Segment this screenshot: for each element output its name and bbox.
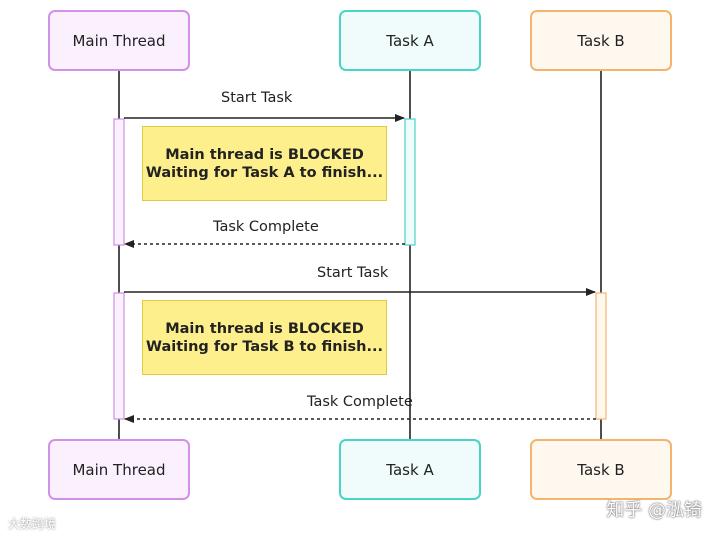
actor-label: Task B — [577, 31, 625, 50]
note-line: Main thread is BLOCKED — [165, 146, 364, 163]
message-label-complete-task-a: Task Complete — [213, 219, 319, 235]
note-line: Main thread is BLOCKED — [165, 320, 364, 337]
activation-task-b — [595, 292, 607, 420]
activation-main-1 — [113, 118, 125, 246]
actor-label: Main Thread — [72, 31, 166, 50]
actor-task-b-top: Task B — [530, 10, 672, 71]
actor-label: Task B — [577, 460, 625, 479]
actor-main-thread-bottom: Main Thread — [48, 439, 190, 500]
activation-task-a — [404, 118, 416, 246]
actor-task-b-bottom: Task B — [530, 439, 672, 500]
actor-main-thread-top: Main Thread — [48, 10, 190, 71]
note-blocked-task-b: Main thread is BLOCKED Waiting for Task … — [142, 300, 387, 375]
message-label-complete-task-b: Task Complete — [307, 394, 413, 410]
watermark-corner: 大数跨境 — [8, 517, 57, 531]
watermark-zhihu: 知乎 @泓锜 — [606, 500, 702, 521]
note-blocked-task-a: Main thread is BLOCKED Waiting for Task … — [142, 126, 387, 201]
actor-task-a-top: Task A — [339, 10, 481, 71]
note-line: Waiting for Task A to finish... — [145, 164, 384, 181]
actor-task-a-bottom: Task A — [339, 439, 481, 500]
message-label-start-task-a: Start Task — [221, 90, 293, 106]
message-label-start-task-b: Start Task — [317, 265, 389, 281]
activation-main-2 — [113, 292, 125, 420]
actor-label: Main Thread — [72, 460, 166, 479]
actor-label: Task A — [386, 31, 434, 50]
actor-label: Task A — [386, 460, 434, 479]
note-line: Waiting for Task B to finish... — [145, 338, 384, 355]
